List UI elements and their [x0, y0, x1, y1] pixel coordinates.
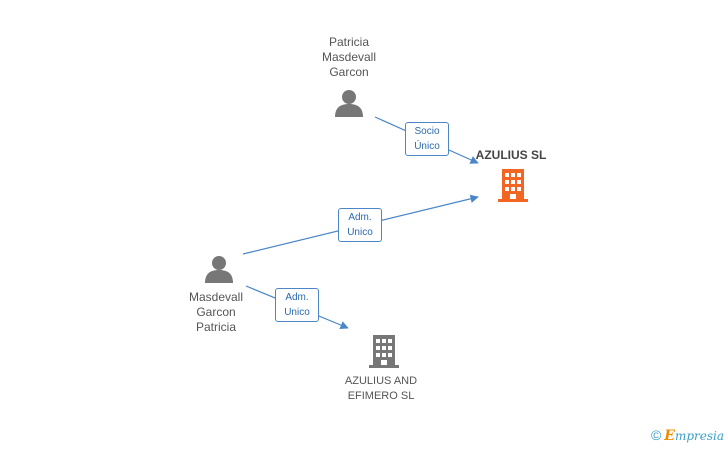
building-icon[interactable] — [498, 169, 528, 202]
person-icon[interactable] — [335, 90, 363, 117]
company-main-label[interactable]: AZULIUS SL — [475, 148, 547, 162]
edge-label-left-to-second: Adm. Unico — [275, 288, 319, 322]
edge-label-top-to-main: Socio Único — [405, 122, 449, 156]
brand-logo-initial: E — [664, 428, 675, 444]
copyright-symbol: © — [650, 427, 662, 443]
person-top-label[interactable]: Patricia Masdevall Garcon — [321, 35, 377, 79]
copyright-brand: © Empresia — [651, 427, 724, 444]
person-icon[interactable] — [205, 256, 233, 283]
edge-label-left-to-main: Adm. Unico — [338, 208, 382, 242]
building-icon[interactable] — [369, 335, 399, 368]
company-second-label[interactable]: AZULIUS AND EFIMERO SL — [344, 375, 418, 402]
person-left-label[interactable]: Masdevall Garcon Patricia — [188, 290, 244, 334]
brand-logo-text: mpresia — [674, 429, 724, 443]
